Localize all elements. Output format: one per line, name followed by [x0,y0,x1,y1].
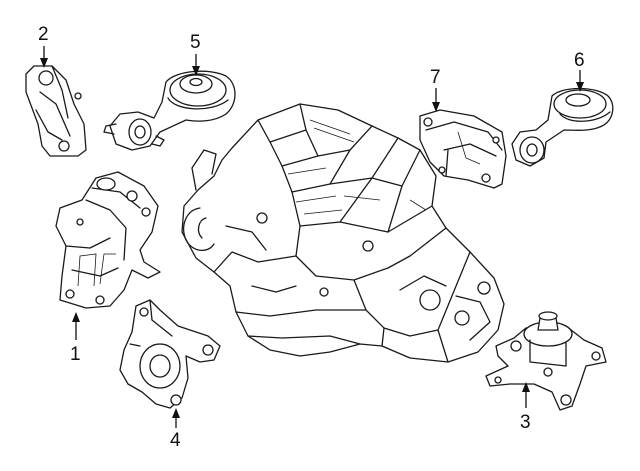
callout-6: 6 [574,50,585,92]
part-3-engine-mount [485,311,607,411]
callout-3-label: 3 [520,412,531,433]
callout-2-label: 2 [38,24,49,45]
callout-3: 3 [520,382,531,433]
part-7-mount-bracket [419,109,507,189]
callout-5-label: 5 [190,32,201,53]
callout-4-label: 4 [170,430,181,451]
callout-6-label: 6 [574,50,585,71]
part-1-engine-mount [55,171,161,309]
callout-1: 1 [70,312,81,365]
callout-4: 4 [170,408,181,451]
callout-5: 5 [190,32,201,76]
callout-1-label: 1 [70,344,81,365]
callout-2: 2 [38,24,49,68]
part-6-torque-rod [511,87,614,167]
engine-transaxle-assembly [181,103,505,363]
callout-7: 7 [430,67,441,112]
part-5-torque-rod [103,70,236,151]
part-4-transmission-mount [119,299,221,409]
callout-7-label: 7 [430,67,441,88]
part-2-mount-bracket [25,65,87,157]
